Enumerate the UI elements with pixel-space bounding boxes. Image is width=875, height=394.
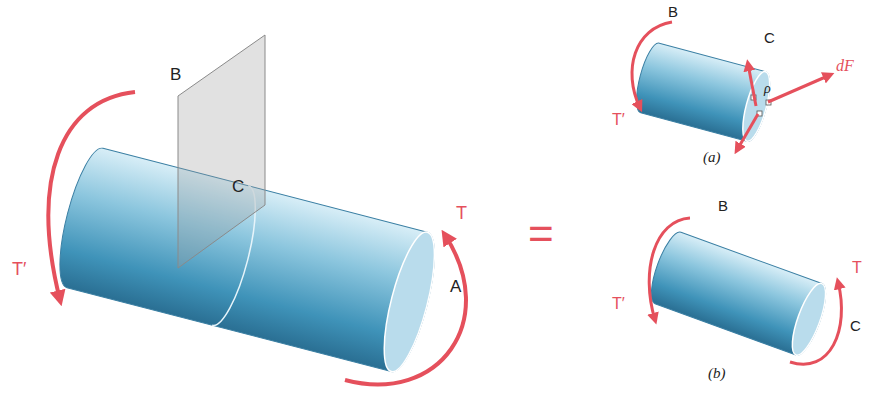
force-label: dF (836, 58, 854, 74)
shaft-section-b (645, 229, 833, 359)
torque-arrow (790, 282, 841, 364)
torque-arrow (649, 218, 690, 320)
point-label: C (850, 318, 861, 333)
point-label: A (450, 278, 461, 295)
torque-label: T′ (12, 260, 26, 278)
point-label: B (668, 4, 678, 19)
point-label: C (764, 30, 775, 45)
torque-label: T′ (612, 112, 625, 128)
torque-label: T′ (612, 296, 625, 312)
figure-label: (a) (703, 150, 721, 165)
point-label: B (718, 198, 728, 213)
point-label: B (170, 66, 181, 83)
force-arrows (737, 64, 830, 150)
torque-arrow (632, 22, 672, 108)
torque-label: T (852, 260, 862, 276)
torque-label: T (456, 204, 467, 222)
torque-arrow (345, 235, 466, 384)
radius-label: ρ (764, 82, 771, 96)
equals-sign: = (528, 212, 554, 256)
cutting-plane (178, 35, 265, 268)
torque-arrow (49, 92, 135, 300)
figure-label: (b) (708, 366, 726, 381)
shaft-section-a (631, 41, 775, 144)
point-label: C (232, 178, 244, 195)
